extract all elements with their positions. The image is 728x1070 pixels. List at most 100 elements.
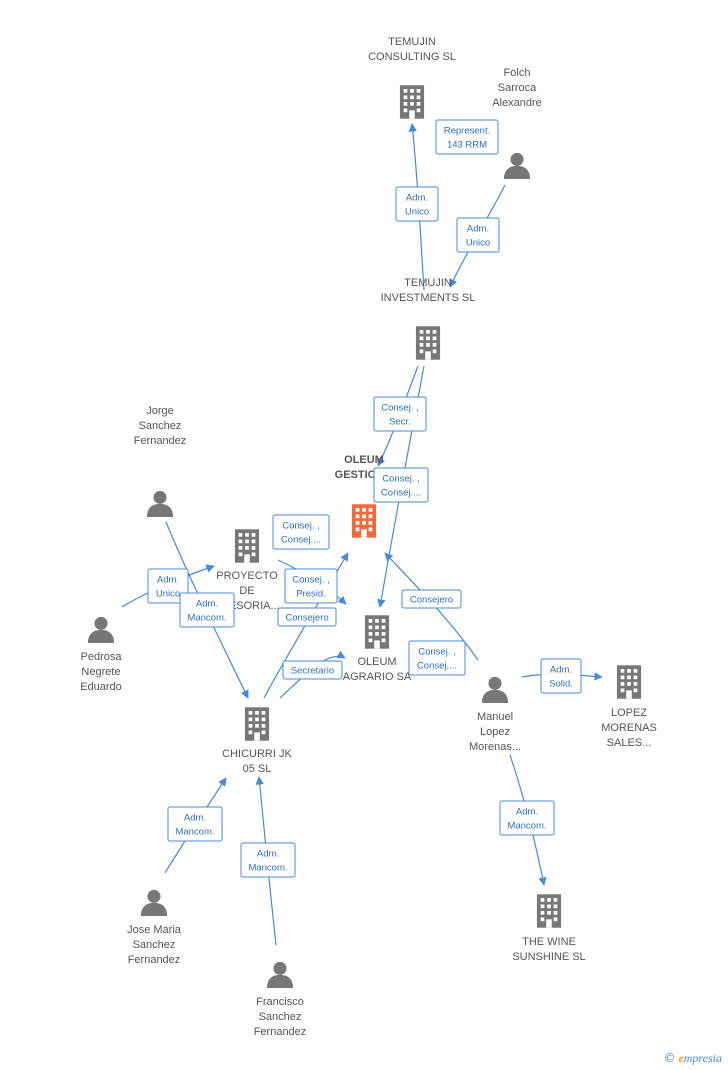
relation-text: Consej.... xyxy=(281,535,321,546)
relation-box xyxy=(167,806,223,842)
relation-text: Adm. xyxy=(196,599,218,610)
node-label-line: TEMUJIN xyxy=(388,36,436,48)
relations-layer: Represent.143 RRMAdm.UnicoAdm.UnicoConse… xyxy=(147,119,582,878)
relation-text: Adm. xyxy=(516,807,538,818)
relation-label-r12[interactable]: Adm.Unico xyxy=(147,568,189,604)
relation-label-r13[interactable]: Adm. Mancom. xyxy=(179,592,235,628)
relation-text: Adm. xyxy=(550,665,572,676)
relation-label-r2[interactable]: Adm.Unico xyxy=(395,186,439,222)
relation-label-r7[interactable]: Consej. , Presid. xyxy=(284,568,338,604)
relation-label-r17[interactable]: Adm. Mancom. xyxy=(240,842,296,878)
relation-box xyxy=(284,568,338,604)
node-label-line: Jorge xyxy=(146,405,174,417)
person-icon xyxy=(140,889,168,916)
relation-label-r10[interactable]: Secretario xyxy=(282,660,343,680)
relation-text: Consejero xyxy=(410,595,453,606)
relation-box xyxy=(282,660,343,680)
relation-box xyxy=(373,396,427,432)
node-label-line: Fernandez xyxy=(134,435,187,447)
node-label-line: Pedrosa xyxy=(81,651,123,663)
node-label-line: Sanchez xyxy=(133,939,176,951)
relation-label-r3[interactable]: Adm.Unico xyxy=(456,217,500,253)
node-label-line: Jose Maria xyxy=(127,924,182,936)
building-icon xyxy=(234,529,260,563)
relation-text: Mancom. xyxy=(175,827,214,838)
person-node-manuel[interactable]: ManuelLopezMorenas... xyxy=(469,676,521,753)
relation-label-r9[interactable]: Consejero xyxy=(401,589,462,609)
node-label-line: THE WINE xyxy=(522,936,576,948)
relation-box xyxy=(401,589,462,609)
building-icon xyxy=(364,615,390,649)
building-icon xyxy=(536,894,562,928)
node-label-line: Sanchez xyxy=(259,1011,302,1023)
relation-text: Consej. , xyxy=(282,521,320,532)
relation-box xyxy=(272,514,330,550)
node-label-line: OLEUM xyxy=(344,454,384,466)
company-node-lopez-morenas[interactable]: LOPEZMORENASSALES... xyxy=(601,665,657,749)
node-label-line: Sanchez xyxy=(139,420,182,432)
relation-text: Secr. xyxy=(389,417,411,428)
relation-text: Unico xyxy=(156,589,180,600)
relation-text: Secretario xyxy=(291,666,334,677)
relation-text: Presid. xyxy=(296,589,326,600)
relation-text: Mancom. xyxy=(248,863,287,874)
relation-box xyxy=(240,842,296,878)
relation-text: Represent. xyxy=(444,126,490,137)
building-icon xyxy=(244,707,270,741)
relation-label-r11[interactable]: Consej. , Consej.... xyxy=(408,640,466,676)
relation-label-r8[interactable]: Consejero xyxy=(277,607,337,627)
person-icon xyxy=(87,616,115,643)
relation-label-r15[interactable]: Adm.Mancom. xyxy=(499,800,555,836)
relation-box xyxy=(499,800,555,836)
relation-text: Adm. xyxy=(257,849,279,860)
node-label-line: 05 SL xyxy=(243,763,272,775)
relation-box xyxy=(435,119,499,155)
relation-label-r6[interactable]: Consej. , Consej.... xyxy=(272,514,330,550)
relation-box xyxy=(408,640,466,676)
relation-text: Adm. xyxy=(467,224,489,235)
company-node-temujin-consulting[interactable]: TEMUJIN CONSULTING SL xyxy=(368,36,456,119)
relation-text: Mancom. xyxy=(187,613,226,624)
relation-box xyxy=(147,568,189,604)
brand-initial: e xyxy=(678,1051,684,1065)
relation-text: Adm. xyxy=(406,193,428,204)
node-label-line: Folch xyxy=(504,67,531,79)
node-label-line: DE xyxy=(239,585,254,597)
node-label-line: Eduardo xyxy=(80,681,122,693)
relation-box xyxy=(540,658,582,694)
node-label-line: PROYECTO xyxy=(216,570,278,582)
relation-text: Consej. , xyxy=(418,647,456,658)
empresia-logo[interactable]: ©empresia xyxy=(663,1051,722,1066)
relation-label-r14[interactable]: Adm.Solid. xyxy=(540,658,582,694)
building-icon xyxy=(399,85,425,119)
node-label-line: TEMUJIN xyxy=(404,277,452,289)
relation-label-r5[interactable]: Consej. , Consej.... xyxy=(373,467,429,503)
node-label-line: Fernandez xyxy=(254,1026,307,1038)
node-label-line: CONSULTING SL xyxy=(368,51,456,63)
relation-box xyxy=(179,592,235,628)
brand-name: mpresia xyxy=(683,1051,722,1065)
relation-label-r1[interactable]: Represent.143 RRM xyxy=(435,119,499,155)
person-icon xyxy=(146,490,174,517)
building-icon xyxy=(415,326,441,360)
relation-text: Consej. , xyxy=(382,474,420,485)
relation-label-r16[interactable]: Adm.Mancom. xyxy=(167,806,223,842)
copyright-icon: © xyxy=(663,1051,676,1065)
relation-text: Consej.... xyxy=(417,661,457,672)
relation-label-r4[interactable]: Consej. ,Secr. xyxy=(373,396,427,432)
building-icon xyxy=(616,665,642,699)
relation-text: Consej.... xyxy=(381,488,421,499)
building-icon xyxy=(351,504,377,538)
relation-text: Consej. , xyxy=(292,575,330,586)
